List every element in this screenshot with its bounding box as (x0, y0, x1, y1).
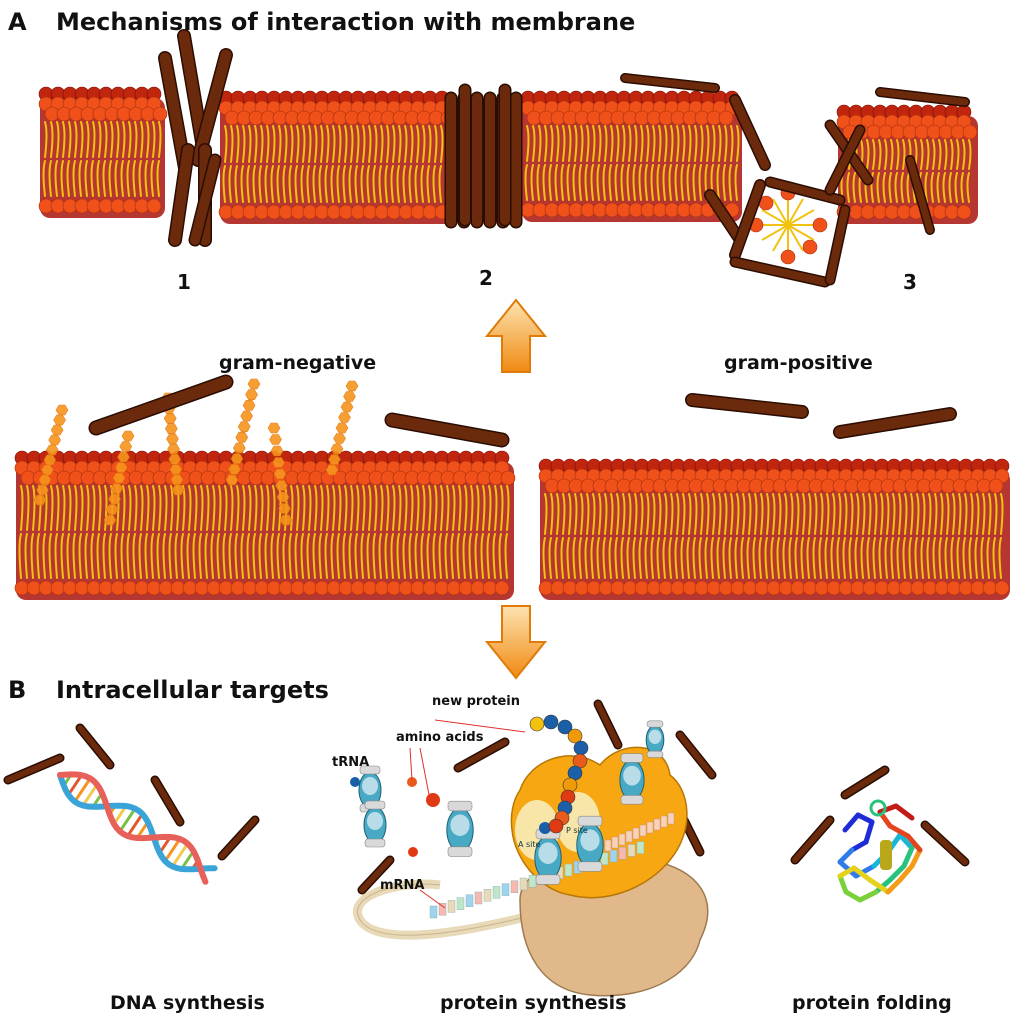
folded-protein-icon (837, 799, 923, 903)
panel-b-peptides (3, 699, 970, 895)
amino-acids-label: amino acids (396, 730, 484, 745)
membrane-peptides (88, 374, 957, 448)
gram-negative-label: gram-negative (219, 352, 377, 374)
ribosome-icon (350, 714, 709, 997)
a-site-label: A site (518, 840, 541, 849)
panel-a-peptides (158, 29, 970, 288)
trna-label: tRNA (332, 755, 370, 770)
panel-b-title: Intracellular targets (56, 676, 329, 704)
arrow-down-icon (484, 605, 548, 680)
lps-chains (33, 378, 359, 526)
arrow-up-icon (484, 298, 548, 373)
panel-a-letter: A (8, 8, 27, 36)
panel-a-membranes (38, 86, 978, 265)
mrna-label: mRNA (380, 878, 425, 893)
mechanism-3-label: 3 (903, 270, 917, 294)
bacterial-membranes (14, 450, 1010, 600)
p-site-label: P site (566, 826, 588, 835)
protein-folding-caption: protein folding (792, 992, 952, 1014)
mechanism-2-label: 2 (479, 266, 493, 290)
panel-a-title: Mechanisms of interaction with membrane (56, 8, 636, 36)
dna-helix-icon (57, 771, 218, 885)
gram-positive-label: gram-positive (724, 352, 873, 374)
mechanism-1-label: 1 (177, 270, 191, 294)
panel-b-letter: B (8, 676, 27, 704)
new-protein-label: new protein (432, 694, 520, 709)
dna-synthesis-caption: DNA synthesis (110, 992, 265, 1014)
protein-synthesis-caption: protein synthesis (440, 992, 627, 1014)
